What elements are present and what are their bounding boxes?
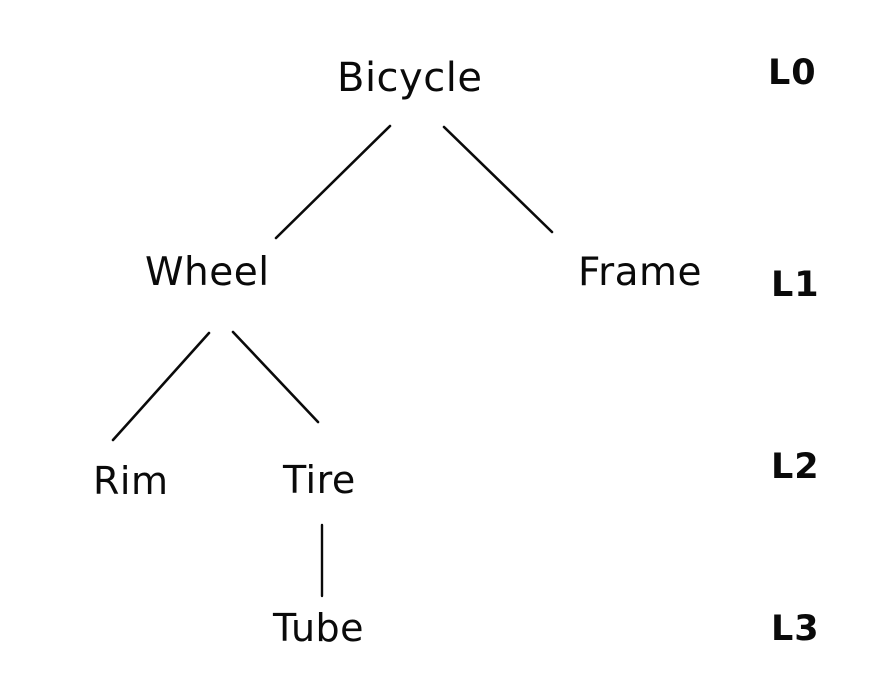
level-label-l0: L0 bbox=[768, 53, 817, 93]
node-rim[interactable]: Rim bbox=[93, 459, 169, 503]
level-label-l1: L1 bbox=[771, 265, 820, 305]
edge-wheel-rim bbox=[111, 331, 211, 442]
level-label-l3: L3 bbox=[771, 609, 820, 649]
node-frame[interactable]: Frame bbox=[578, 250, 703, 295]
level-label-l2: L2 bbox=[771, 447, 820, 487]
node-wheel[interactable]: Wheel bbox=[145, 250, 270, 295]
node-bicycle[interactable]: Bicycle bbox=[337, 55, 483, 101]
edge-wheel-tire bbox=[231, 330, 320, 424]
edge-bicycle-wheel bbox=[274, 124, 392, 240]
node-tire[interactable]: Tire bbox=[283, 458, 356, 502]
edge-bicycle-frame bbox=[442, 125, 554, 234]
node-tube[interactable]: Tube bbox=[273, 606, 365, 650]
